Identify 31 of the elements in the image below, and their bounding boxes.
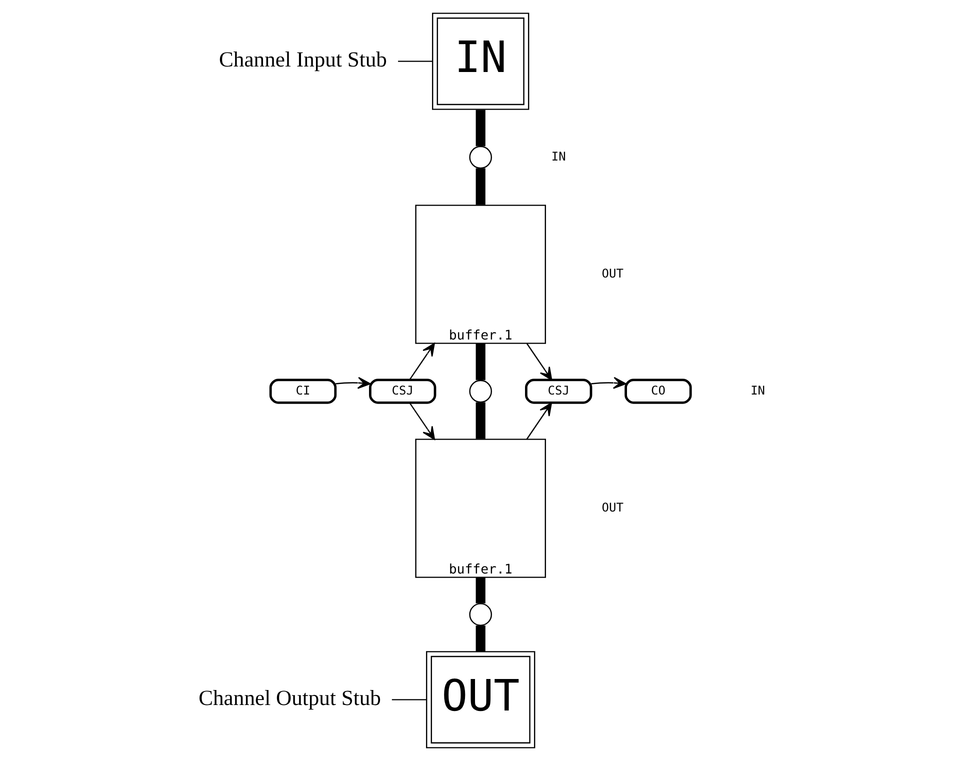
node-text: Channel Input Stub — [219, 48, 387, 72]
connector — [476, 626, 486, 652]
arrow — [409, 402, 436, 440]
arrow — [591, 376, 626, 389]
label: IN — [551, 149, 566, 164]
connector — [476, 344, 486, 380]
connector — [476, 402, 486, 439]
arrow — [526, 343, 552, 380]
connector — [476, 110, 486, 146]
node-box: CSJ — [525, 378, 592, 404]
node-box: CO — [624, 378, 692, 404]
connector — [398, 60, 433, 62]
connector — [392, 699, 427, 700]
connector — [476, 168, 486, 205]
node-box: OUT — [426, 651, 536, 748]
node-box: IN — [432, 12, 530, 110]
node-circle — [469, 603, 492, 626]
arrow — [409, 342, 435, 380]
label: OUT — [602, 500, 624, 514]
node-circle — [469, 380, 492, 403]
label: IN — [750, 383, 766, 398]
node-box: buffer.1 — [415, 438, 546, 578]
label: OUT — [602, 266, 624, 280]
connector — [476, 578, 486, 604]
node-box: buffer.1 — [415, 204, 546, 344]
arrow — [526, 402, 552, 440]
node-circle — [469, 146, 492, 169]
arrow — [336, 376, 371, 389]
node-text: Channel Output Stub — [198, 686, 381, 710]
node-box: CSJ — [369, 378, 436, 404]
node-box: CI — [269, 378, 337, 404]
